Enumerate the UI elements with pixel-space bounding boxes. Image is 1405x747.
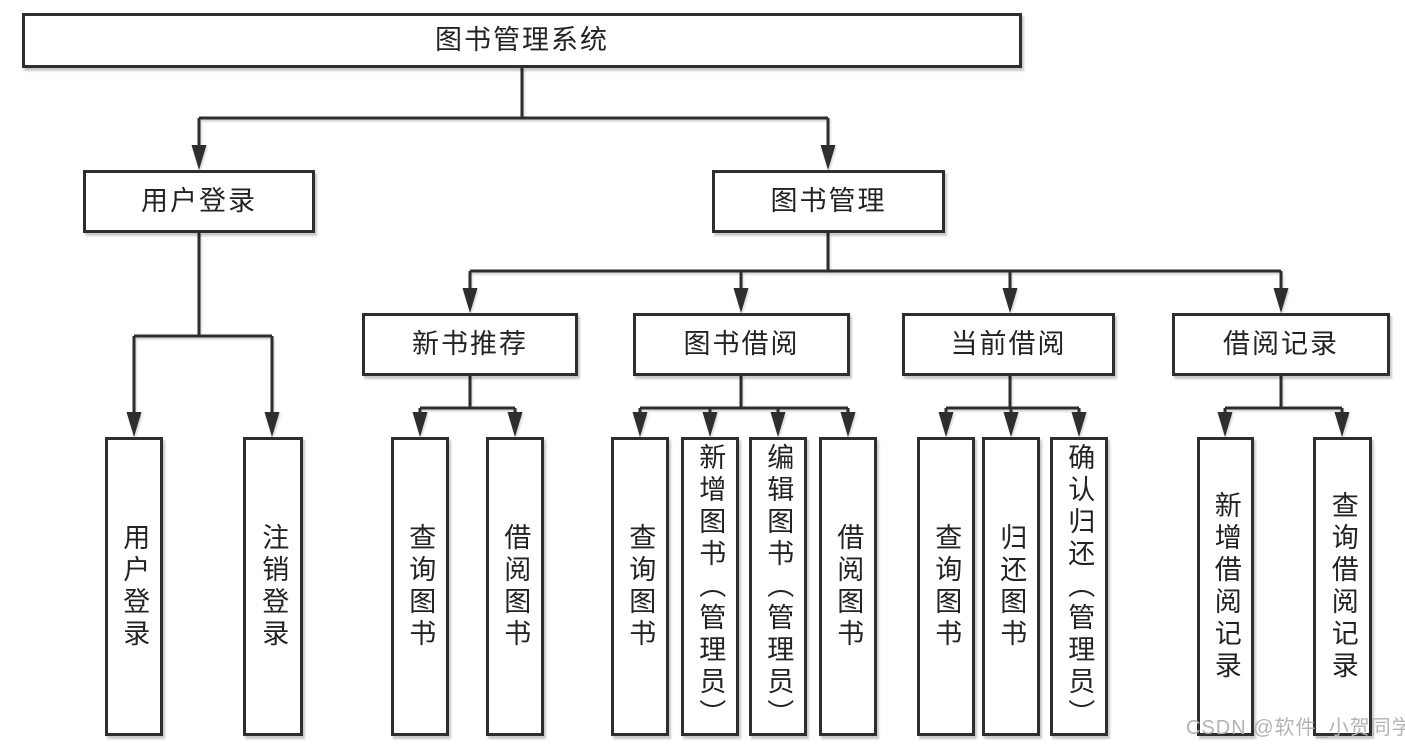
- leaf-query-books-current-label: 查询图书: [931, 522, 962, 651]
- leaf-query-borrow-record: 查询借阅记录: [1313, 437, 1372, 736]
- leaf-return-books-label: 归还图书: [996, 522, 1027, 651]
- node-current-borrowing-label: 当前借阅: [950, 329, 1067, 360]
- node-new-book-recommendation-label: 新书推荐: [412, 329, 528, 360]
- node-borrowing-records-label: 借阅记录: [1223, 329, 1339, 360]
- leaf-borrow-books-label: 借阅图书: [833, 522, 864, 651]
- leaf-user-login: 用户登录: [105, 437, 163, 736]
- node-book-management: 图书管理: [712, 170, 945, 233]
- leaf-borrow-books-recommend-label: 借阅图书: [500, 522, 531, 651]
- leaf-edit-book-admin: 编辑图书（管理员）: [749, 437, 807, 736]
- node-new-book-recommendation: 新书推荐: [362, 313, 578, 376]
- node-user-login: 用户登录: [83, 170, 315, 233]
- leaf-query-books-recommend-label: 查询图书: [405, 522, 436, 651]
- leaf-confirm-return-admin-label: 确认归还（管理员）: [1064, 442, 1095, 731]
- node-book-management-label: 图书管理: [770, 186, 887, 217]
- csdn-watermark: CSDN @软件_小贺同学: [1186, 717, 1405, 739]
- leaf-user-login-label: 用户登录: [119, 522, 150, 651]
- leaf-edit-book-admin-label: 编辑图书（管理员）: [763, 442, 794, 731]
- leaf-query-books-recommend: 查询图书: [391, 437, 449, 736]
- leaf-return-books: 归还图书: [982, 437, 1040, 736]
- leaf-add-book-admin: 新增图书（管理员）: [681, 437, 739, 736]
- node-book-borrowing: 图书借阅: [633, 313, 850, 376]
- node-library-system-label: 图书管理系统: [435, 25, 609, 56]
- leaf-borrow-books: 借阅图书: [819, 437, 877, 736]
- leaf-query-books-borrow-label: 查询图书: [625, 522, 656, 651]
- leaf-query-books-borrow: 查询图书: [611, 437, 669, 736]
- node-book-borrowing-label: 图书借阅: [683, 329, 800, 360]
- leaf-query-books-current: 查询图书: [917, 437, 975, 736]
- node-library-system: 图书管理系统: [22, 13, 1022, 68]
- leaf-confirm-return-admin: 确认归还（管理员）: [1050, 437, 1108, 736]
- leaf-query-borrow-record-label: 查询借阅记录: [1327, 490, 1358, 683]
- leaf-borrow-books-recommend: 借阅图书: [486, 437, 544, 736]
- node-current-borrowing: 当前借阅: [902, 313, 1115, 376]
- node-user-login-label: 用户登录: [141, 186, 257, 217]
- leaf-logout-label: 注销登录: [258, 522, 289, 651]
- leaf-add-borrow-record: 新增借阅记录: [1197, 437, 1254, 736]
- leaf-add-borrow-record-label: 新增借阅记录: [1210, 490, 1241, 683]
- leaf-add-book-admin-label: 新增图书（管理员）: [695, 442, 726, 731]
- leaf-logout: 注销登录: [243, 437, 303, 736]
- node-borrowing-records: 借阅记录: [1172, 313, 1390, 376]
